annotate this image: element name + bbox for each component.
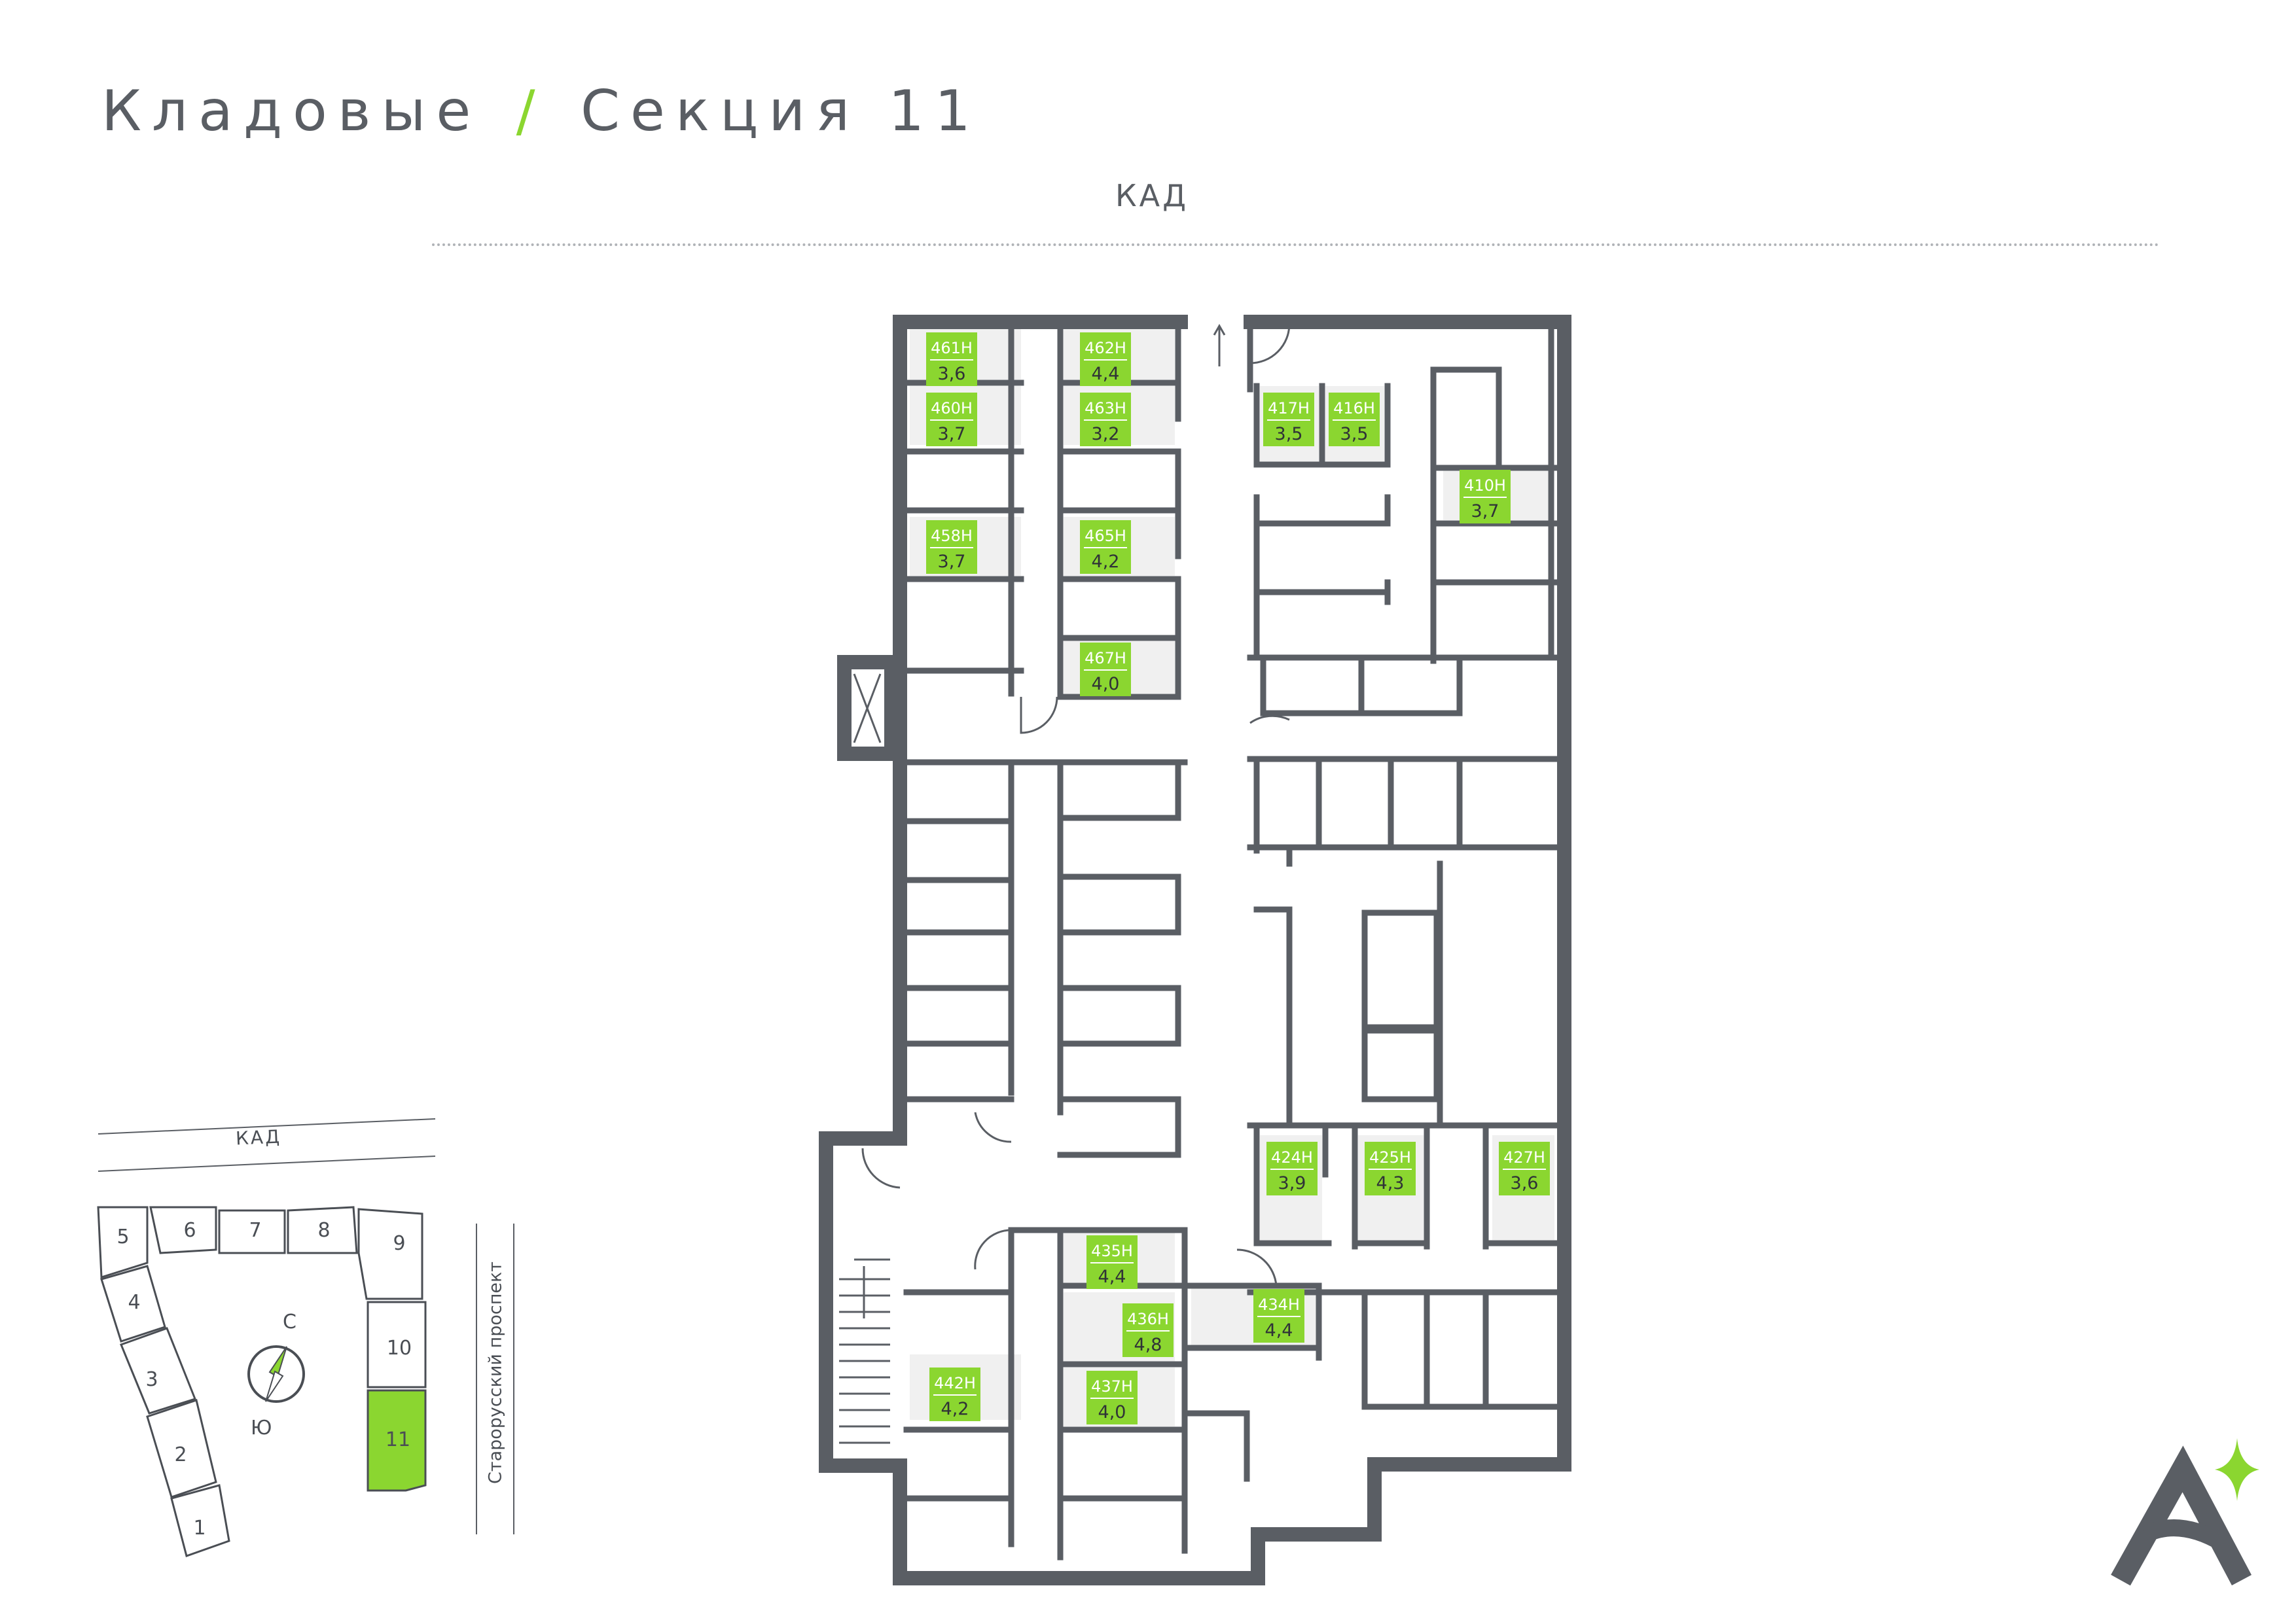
interior-walls xyxy=(903,317,1558,1561)
site-section-8[interactable]: 8 xyxy=(287,1206,358,1254)
site-section-2[interactable]: 2 xyxy=(146,1399,217,1498)
exterior-walls xyxy=(819,315,1571,1585)
storage-tag-410Н[interactable]: 410Н 3,7 xyxy=(1460,470,1511,523)
brand-logo-icon xyxy=(2111,1438,2259,1586)
storage-unit-id: 460Н xyxy=(931,399,973,417)
road-label-top: КАД xyxy=(1115,178,1189,213)
storage-tag-434Н[interactable]: 434Н 4,4 xyxy=(1253,1289,1304,1343)
storage-unit-id: 465Н xyxy=(1085,527,1126,545)
storage-tag-417Н[interactable]: 417Н 3,5 xyxy=(1263,393,1314,446)
storage-tag-436Н[interactable]: 436Н 4,8 xyxy=(1122,1303,1174,1357)
title-separator: / xyxy=(516,79,546,144)
storage-unit-area: 4,3 xyxy=(1376,1173,1405,1193)
site-section-label: 9 xyxy=(393,1232,405,1255)
storage-unit-id: 463Н xyxy=(1085,399,1126,417)
storage-unit-area: 4,4 xyxy=(1092,364,1120,384)
road-dotted-line xyxy=(432,243,2160,246)
site-section-10[interactable]: 10 xyxy=(367,1301,427,1388)
storage-tag-424Н[interactable]: 424Н 3,9 xyxy=(1266,1142,1318,1195)
site-section-label: 5 xyxy=(117,1226,129,1248)
storage-unit-id: 437Н xyxy=(1091,1377,1133,1396)
storage-unit-id: 461Н xyxy=(931,339,973,357)
page-title: Кладовые / Секция 11 xyxy=(101,79,981,144)
storage-tag-427Н[interactable]: 427Н 3,6 xyxy=(1499,1142,1550,1195)
storage-unit-id: 458Н xyxy=(931,527,973,545)
compass-north-label: С xyxy=(283,1311,296,1333)
storage-unit-area: 3,5 xyxy=(1340,424,1369,444)
site-section-5[interactable]: 5 xyxy=(97,1206,149,1279)
site-road-label: КАД xyxy=(235,1125,282,1150)
storage-unit-area: 3,7 xyxy=(1471,501,1499,521)
title-part2: Секция 11 xyxy=(580,79,981,144)
storage-unit-area: 4,2 xyxy=(1092,552,1120,572)
storage-unit-area: 4,4 xyxy=(1265,1320,1293,1341)
storage-tag-416Н[interactable]: 416Н 3,5 xyxy=(1329,393,1380,446)
storage-unit-area: 4,0 xyxy=(1098,1402,1126,1422)
site-section-label: 11 xyxy=(386,1428,410,1451)
storage-unit-area: 4,4 xyxy=(1098,1267,1126,1287)
storage-unit-area: 4,8 xyxy=(1134,1335,1162,1355)
storage-unit-id: 427Н xyxy=(1503,1148,1545,1167)
site-section-label: 4 xyxy=(128,1291,140,1314)
storage-tag-435Н[interactable]: 435Н 4,4 xyxy=(1086,1235,1138,1289)
site-section-label: 6 xyxy=(183,1219,196,1242)
site-section-11[interactable]: 11 xyxy=(367,1389,427,1492)
site-section-label: 8 xyxy=(317,1219,330,1242)
ventilation-shaft xyxy=(853,673,882,743)
site-section-1[interactable]: 1 xyxy=(170,1484,230,1557)
storage-tag-442Н[interactable]: 442Н 4,2 xyxy=(929,1368,980,1421)
storage-unit-id: 442Н xyxy=(934,1374,976,1392)
storage-unit-id: 417Н xyxy=(1268,399,1310,417)
storage-tag-461Н[interactable]: 461Н 3,6 xyxy=(926,332,977,386)
storage-tag-463Н[interactable]: 463Н 3,2 xyxy=(1080,393,1131,446)
storage-unit-id: 425Н xyxy=(1369,1148,1411,1167)
storage-unit-area: 3,7 xyxy=(938,552,966,572)
storage-room-fills xyxy=(910,327,1554,1426)
storage-unit-id: 467Н xyxy=(1085,649,1126,667)
storage-tag-458Н[interactable]: 458Н 3,7 xyxy=(926,520,977,574)
site-section-label: 3 xyxy=(145,1368,158,1391)
storage-unit-area: 3,2 xyxy=(1092,424,1120,444)
doors xyxy=(861,323,1291,1286)
title-part1: Кладовые xyxy=(101,79,482,144)
storage-unit-area: 4,0 xyxy=(1092,674,1120,694)
storage-unit-area: 4,2 xyxy=(941,1399,969,1419)
storage-tag-425Н[interactable]: 425Н 4,3 xyxy=(1365,1142,1416,1195)
storage-unit-id: 462Н xyxy=(1085,339,1126,357)
storage-unit-id: 435Н xyxy=(1091,1242,1133,1260)
site-section-7[interactable]: 7 xyxy=(218,1209,286,1254)
storage-unit-id: 436Н xyxy=(1127,1310,1169,1328)
storage-tag-460Н[interactable]: 460Н 3,7 xyxy=(926,393,977,446)
storage-tag-437Н[interactable]: 437Н 4,0 xyxy=(1086,1371,1138,1424)
storage-unit-area: 3,7 xyxy=(938,424,966,444)
site-section-label: 1 xyxy=(193,1517,206,1540)
storage-unit-id: 424Н xyxy=(1271,1148,1313,1167)
site-section-label: 10 xyxy=(387,1337,412,1360)
storage-unit-id: 410Н xyxy=(1464,476,1506,495)
storage-unit-area: 3,5 xyxy=(1275,424,1303,444)
site-section-label: 2 xyxy=(174,1443,187,1466)
storage-unit-area: 3,9 xyxy=(1278,1173,1306,1193)
site-section-3[interactable]: 3 xyxy=(120,1327,196,1415)
storage-unit-area: 3,6 xyxy=(1511,1173,1539,1193)
compass-south-label: Ю xyxy=(251,1417,272,1439)
site-section-4[interactable]: 4 xyxy=(100,1265,166,1343)
staircase xyxy=(839,1258,890,1444)
site-section-6[interactable]: 6 xyxy=(149,1206,217,1254)
storage-tag-462Н[interactable]: 462Н 4,4 xyxy=(1080,332,1131,386)
storage-unit-id: 416Н xyxy=(1333,399,1375,417)
site-street-label: Старорусский проспект xyxy=(485,1261,506,1485)
site-section-9[interactable]: 9 xyxy=(357,1208,423,1300)
storage-unit-tags: 461Н3,6462Н4,4460Н3,7463Н3,2458Н3,7465Н4… xyxy=(926,332,1550,1424)
compass-icon xyxy=(247,1345,305,1403)
storage-tag-465Н[interactable]: 465Н 4,2 xyxy=(1080,520,1131,574)
site-section-label: 7 xyxy=(249,1219,261,1242)
storage-unit-area: 3,6 xyxy=(938,364,966,384)
site-map: 1 2 3 4 5 6 7 8 9 10 11 xyxy=(97,1118,514,1557)
site-sections: 1 2 3 4 5 6 7 8 9 10 11 xyxy=(97,1206,427,1557)
storage-unit-id: 434Н xyxy=(1258,1296,1300,1314)
storage-tag-467Н[interactable]: 467Н 4,0 xyxy=(1080,643,1131,696)
